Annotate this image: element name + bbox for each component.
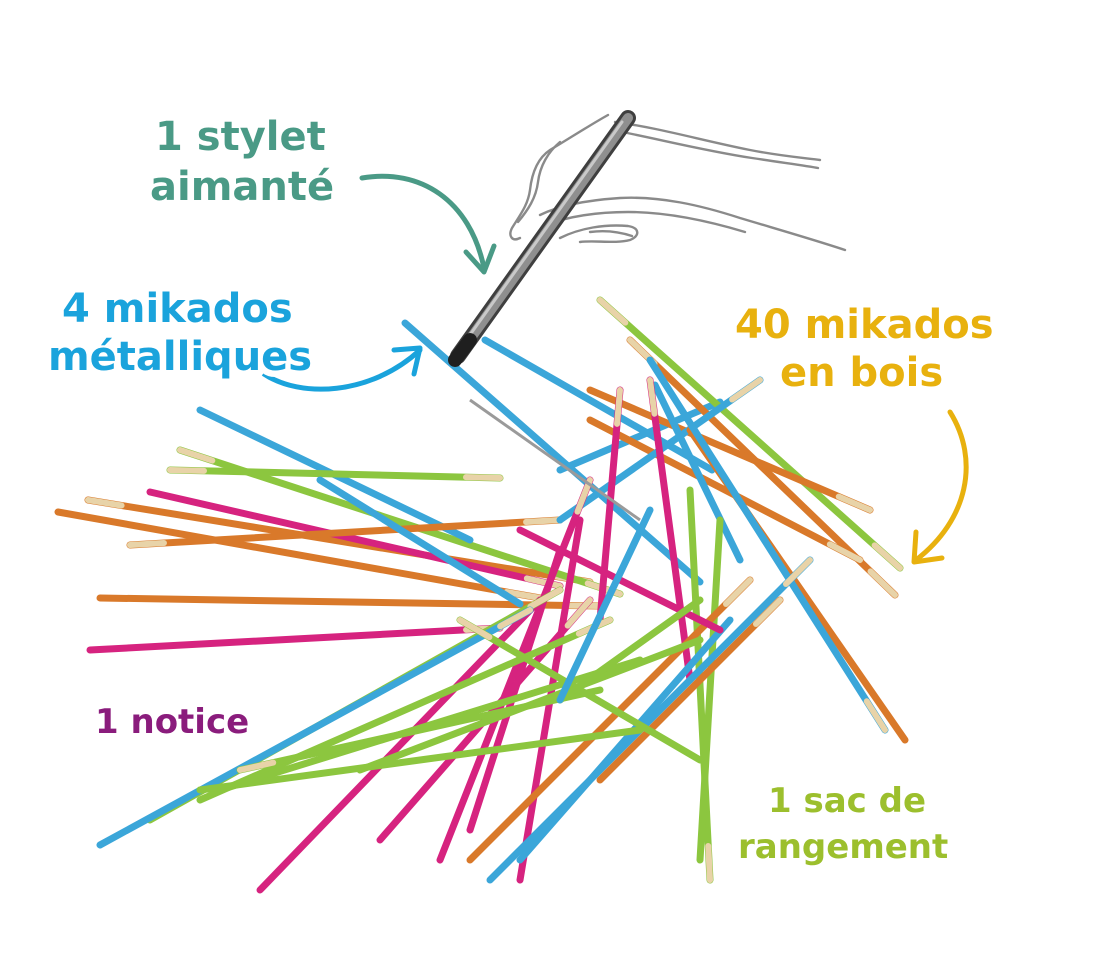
mikado-stick [696, 516, 724, 864]
mikado-stick-tip [705, 843, 713, 883]
mikado-stick [54, 508, 544, 602]
mikado-stick [596, 296, 904, 572]
mikado-stick [166, 466, 504, 482]
stylus-arrowhead [463, 243, 497, 275]
mikado-stick [96, 606, 534, 849]
mikado-stick [236, 686, 604, 774]
wood-label-line2: en bois [780, 350, 943, 396]
mikado-stick [556, 596, 704, 704]
bag-label: 1 sac de rangement [732, 775, 955, 874]
hand-drawing-icon [509, 113, 847, 252]
mikado-stick [316, 476, 524, 608]
mikado-stick-tip [647, 377, 658, 417]
metal-label-line1: 4 mikados [62, 286, 293, 332]
mikado-stick [516, 616, 734, 864]
mikado-stick-tip [826, 541, 863, 563]
mikado-stick-tip [863, 698, 888, 733]
mikado-stick [196, 616, 614, 804]
bag-label-line1: 1 sac de [768, 781, 926, 821]
wood-label: 40 mikados en bois [729, 296, 1001, 403]
mikado-stick-tip [237, 759, 277, 773]
mikado-stick-tip [503, 589, 543, 601]
mikado-stick [84, 496, 594, 586]
mikado-sticks-pile [54, 296, 909, 894]
mikado-stick [686, 486, 714, 884]
mikado-stick-tip [574, 477, 593, 515]
metal-arrow [261, 347, 423, 392]
magnetic-stylus-icon [448, 110, 636, 367]
mikado-stick-tip [527, 587, 563, 610]
mikado-stick-tip [523, 517, 563, 525]
metal-label: 4 mikados métalliques [42, 280, 319, 387]
mikado-stick-tip [463, 474, 503, 481]
mikado-stick [436, 476, 594, 864]
mikado-stick-tip [523, 575, 563, 589]
notice-label-text: 1 notice [95, 702, 249, 742]
mikado-stick-tip [614, 387, 623, 427]
metal-arrowhead [391, 345, 423, 377]
mikado-stick [146, 488, 564, 590]
mikado-stick [556, 398, 724, 474]
mikado-stick [651, 381, 744, 564]
wood-arrow [913, 409, 969, 563]
mikado-stick-tip [782, 557, 813, 588]
mikado-stick-tip [597, 297, 629, 326]
mikado-stick-tip [457, 617, 493, 641]
mikado-stick [486, 556, 814, 884]
mikado-stick-tip [85, 497, 125, 509]
mikado-stick-tip [835, 493, 873, 513]
mikado-stick-tip [752, 597, 783, 628]
mikado-stick-tip [871, 542, 903, 571]
stylus-label: 1 stylet aimanté [144, 108, 341, 217]
mikado-stick [596, 386, 624, 624]
wood-arrowhead [911, 529, 945, 565]
mikado-stick [586, 416, 864, 564]
mikado-stick-tip [167, 467, 207, 474]
mikado-stick [466, 576, 754, 864]
stylus-label-line1: 1 stylet [155, 114, 326, 160]
stylus-arrow [359, 173, 487, 271]
mikado-stick-tip [127, 540, 167, 548]
mikado-stick [646, 376, 694, 684]
mikado-stick [126, 516, 564, 549]
bag-label-line2: rangement [738, 827, 948, 867]
mikado-stick-tip [564, 597, 593, 629]
mikado-stick-tip [729, 377, 763, 403]
metal-mikado-stick [469, 398, 641, 522]
mikado-stick [596, 596, 784, 784]
metal-label-line2: métalliques [48, 334, 312, 380]
mikado-stick [196, 726, 644, 794]
mikado-stick-tip [177, 447, 216, 464]
mikado-stick [86, 624, 504, 654]
mikado-stick [96, 594, 604, 610]
mikado-stick [256, 596, 544, 894]
notice-label: 1 notice [89, 696, 256, 749]
mikado-stick-tip [867, 568, 898, 598]
wood-label-line1: 40 mikados [735, 302, 994, 348]
mikado-stick [556, 506, 654, 704]
mikado-stick [481, 336, 716, 474]
mikado-stick [646, 356, 889, 734]
mikado-stick-tip [722, 577, 753, 608]
mikado-stick [586, 386, 874, 514]
stylus-label-line2: aimanté [150, 164, 334, 210]
mikado-stick-tip [497, 607, 533, 630]
